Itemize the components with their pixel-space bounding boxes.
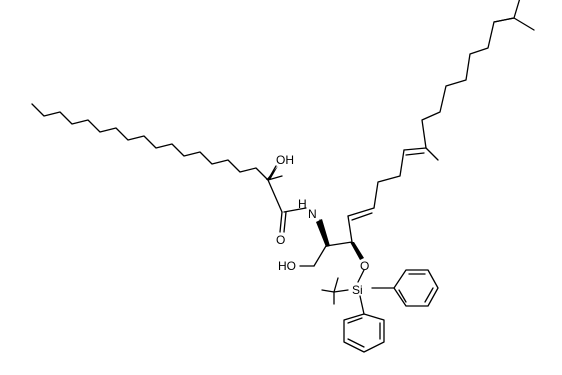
si-tbu-bond bbox=[333, 289, 349, 293]
chain-to-alkene bbox=[373, 149, 405, 209]
c2-c3-bond bbox=[325, 241, 353, 247]
hydroxyl-label-top: OH bbox=[276, 153, 294, 167]
methyl-bond bbox=[425, 147, 439, 161]
ether-o-label: O bbox=[360, 259, 369, 273]
c4-c5-dbl-2 bbox=[351, 212, 373, 221]
alkene2-bond-1 bbox=[403, 147, 427, 151]
silicon-label: Si bbox=[352, 283, 363, 297]
phenyl-2-inner-c bbox=[347, 317, 363, 324]
alkene2-bond-2 bbox=[405, 152, 425, 156]
carbonyl-o-label: O bbox=[276, 233, 285, 247]
hydroxyl-label-left: HO bbox=[278, 259, 296, 273]
c2-ch2-bond bbox=[313, 245, 327, 267]
carbonyl-bond-1 bbox=[279, 211, 283, 233]
phenyl-2-inner-b bbox=[347, 338, 365, 348]
c3-c4-bond bbox=[347, 215, 353, 243]
hash-c2 bbox=[316, 219, 330, 247]
amide-h-label: H bbox=[298, 197, 307, 211]
alpha-carbonyl-bond bbox=[267, 179, 283, 213]
c4-c5-dbl-1 bbox=[347, 207, 375, 217]
amide-n-label: N bbox=[308, 207, 317, 221]
si-ph2-bond bbox=[359, 295, 365, 315]
phenyl-1-inner-c bbox=[398, 289, 407, 303]
phenyl-ring-2 bbox=[343, 313, 385, 353]
phenyl-1-inner-b bbox=[424, 287, 434, 303]
tbu-me1 bbox=[321, 289, 335, 293]
phenyl-ring-1 bbox=[393, 269, 439, 307]
carbonyl-n-bond bbox=[283, 207, 307, 213]
wedge-o-ether bbox=[350, 242, 364, 260]
upper-chain bbox=[421, 0, 521, 149]
o-si-bond bbox=[357, 269, 365, 283]
tbu-me2 bbox=[333, 277, 339, 293]
wedge-oh bbox=[266, 166, 278, 180]
carbonyl-bond-2 bbox=[283, 211, 287, 233]
upper-chain-end bbox=[493, 17, 535, 31]
acyl-chain bbox=[31, 103, 283, 181]
